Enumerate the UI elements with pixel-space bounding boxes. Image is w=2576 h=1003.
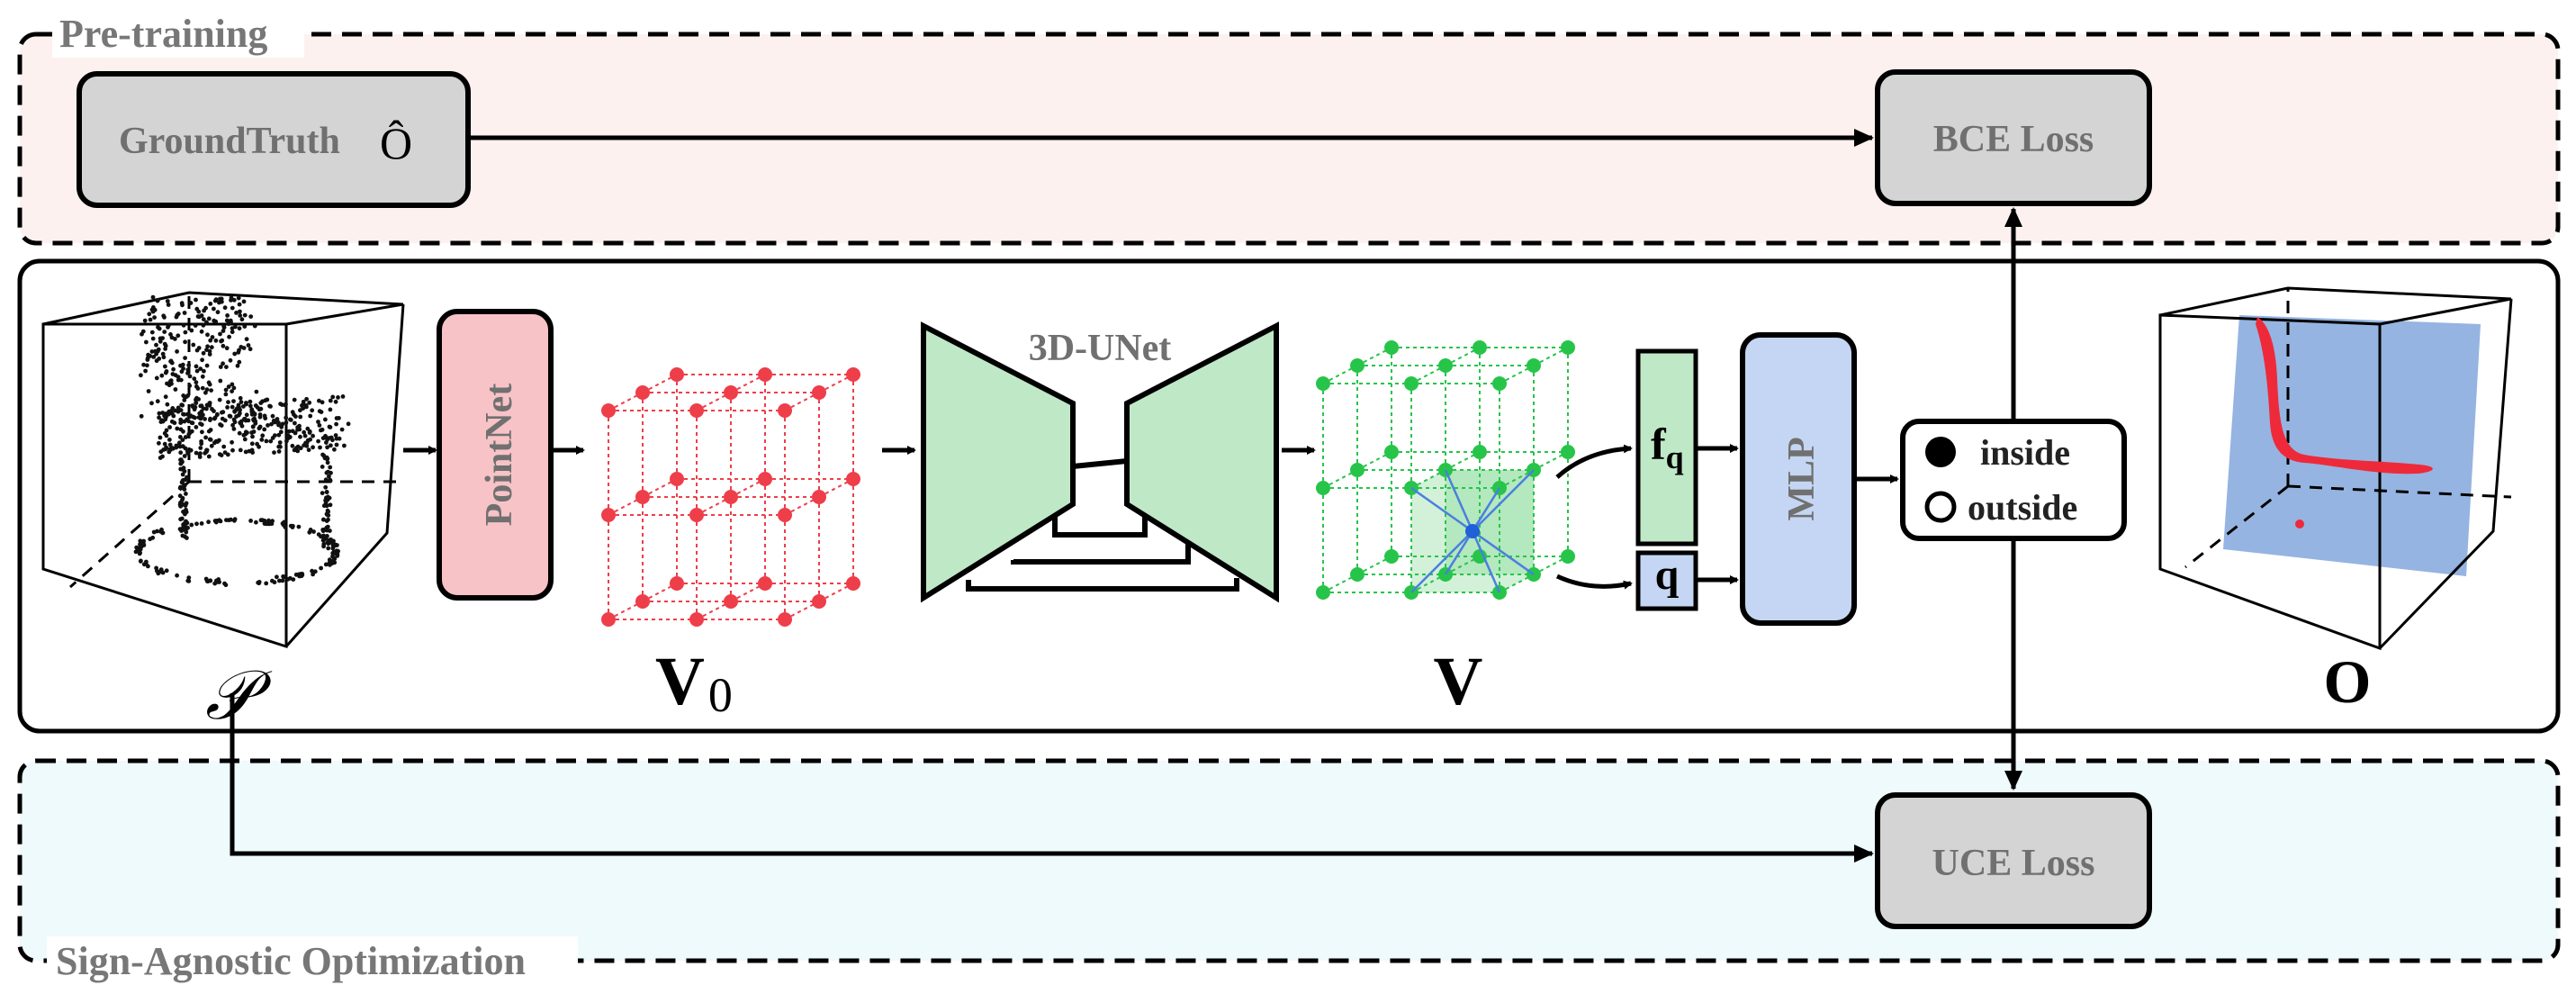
outside-label: outside [1968,487,2077,528]
feature-grid-v [1316,340,1575,600]
bce-loss-box: BCE Loss [1875,69,2152,206]
uce-loss-box: UCE Loss [1875,792,2152,929]
fq-box: fq [1635,348,1698,547]
q-box: q [1635,550,1698,611]
fq-label: fq [1651,419,1684,475]
output-occupancy-cube [2158,286,2513,651]
v-to-q-arrow [1555,574,1633,590]
v-to-fq-arrow [1555,444,1633,479]
groundtruth-box: GroundTruth Ô [77,71,471,208]
occupancy-legend: inside outside [1900,419,2127,541]
outside-circle-icon [1924,491,1957,523]
groundtruth-symbol: Ô [380,118,412,168]
sign-agnostic-label: Sign-Agnostic Optimization [56,939,526,983]
o-symbol: O [2324,647,2372,716]
v0-symbol: V0 [655,644,733,722]
pointnet-box: PointNet [437,309,554,601]
q-label: q [1655,551,1680,599]
pretraining-label: Pre-training [59,12,267,56]
feature-grid-v0 [601,367,860,627]
inside-label: inside [1980,432,2070,473]
v-symbol: V [1434,644,1483,719]
sign-agnostic-section: Sign-Agnostic Optimization [17,758,2561,990]
groundtruth-label: GroundTruth [119,121,340,162]
pc-to-uce-arrow [230,693,1874,863]
pipeline-frame [17,258,2561,734]
pointnet-label: PointNet [479,384,520,527]
mlp-box: MLP [1740,332,1857,626]
unet-block: 3D-UNet [921,321,1279,603]
bce-loss-label: BCE Loss [1933,119,2094,160]
uce-loss-label: UCE Loss [1932,843,2095,884]
unet-label: 3D-UNet [1029,328,1172,369]
inside-dot-icon [1925,437,1956,467]
input-point-cloud [41,291,405,649]
mlp-label: MLP [1781,437,1823,520]
